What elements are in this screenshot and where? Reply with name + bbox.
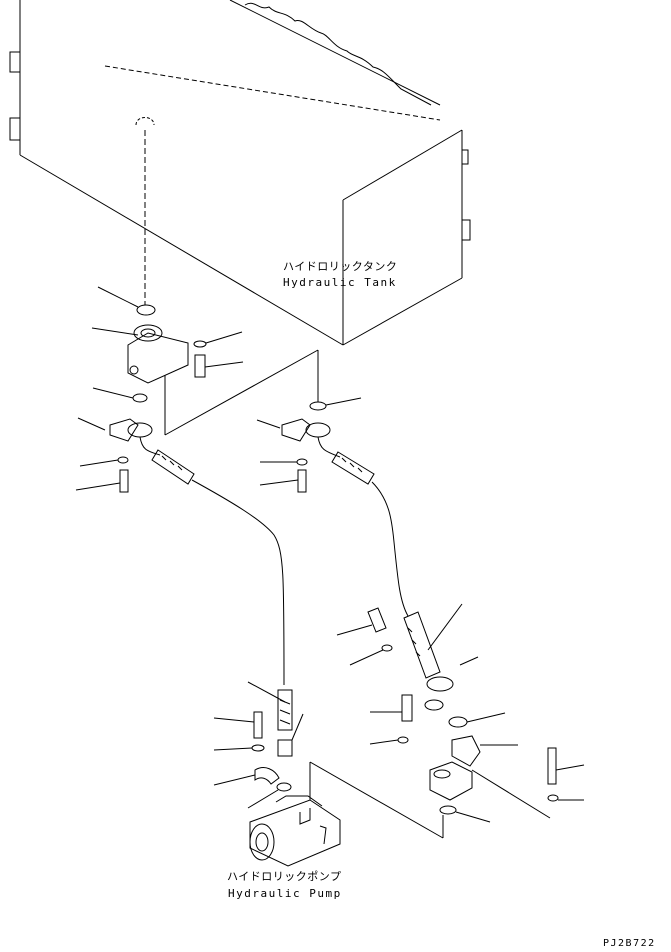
right-hose-assembly: [256, 418, 409, 617]
pump-label-japanese: ハイドロリックポンプ: [227, 870, 342, 883]
right-pump-connection: [336, 603, 585, 823]
hydraulic-pump: [249, 795, 341, 867]
tank-flange-assembly: [91, 286, 362, 436]
left-hose-assembly: [75, 417, 285, 686]
hydraulic-tank: [9, 0, 471, 346]
tank-label-english: Hydraulic Tank: [283, 276, 397, 289]
tank-label-japanese: ハイドロリックタンク: [283, 260, 398, 273]
left-pump-connection: [213, 681, 444, 839]
drawing-code: PJ2B722: [603, 938, 656, 949]
pump-label-english: Hydraulic Pump: [228, 887, 342, 900]
